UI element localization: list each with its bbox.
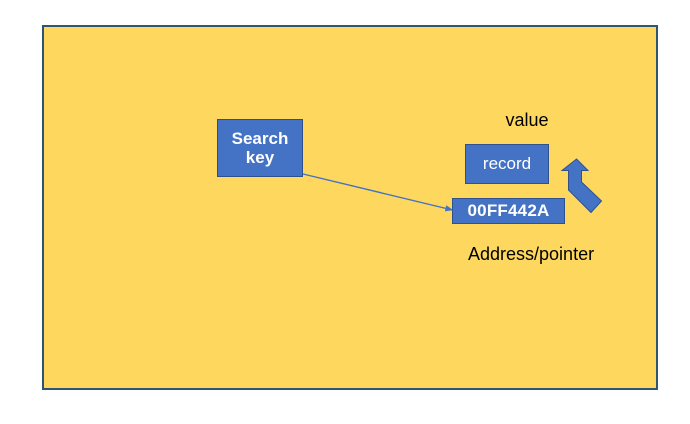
bent-arrow-address-to-record xyxy=(560,158,603,214)
address-label: 00FF442A xyxy=(467,201,550,221)
search-key-node[interactable]: Search key xyxy=(217,119,303,177)
record-label: record xyxy=(482,154,532,174)
record-node[interactable]: record xyxy=(465,144,549,184)
search-key-label: Search key xyxy=(231,128,289,167)
connector-layer xyxy=(302,158,603,214)
diagram-canvas: value Search key record 00FF442A Address… xyxy=(42,25,658,390)
address-pointer-caption: Address/pointer xyxy=(468,244,595,264)
value-caption: value xyxy=(505,110,549,130)
address-node[interactable]: 00FF442A xyxy=(452,198,565,224)
connector-search-key-to-address xyxy=(302,173,454,212)
